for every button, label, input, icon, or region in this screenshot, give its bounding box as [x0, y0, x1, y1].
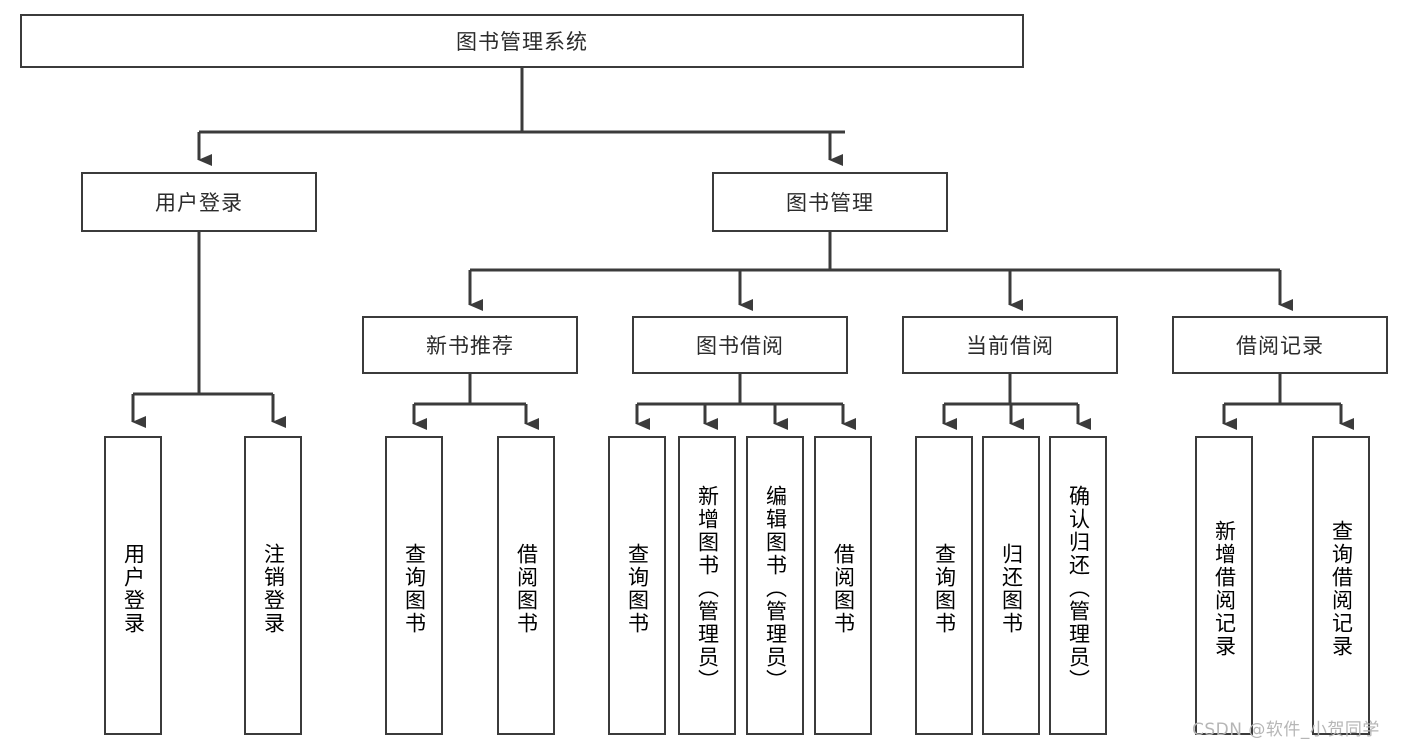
- leaf-borrow-record-add-record[interactable]: 新增借阅记录: [1195, 436, 1253, 735]
- node-user-login[interactable]: 用户登录: [81, 172, 317, 232]
- node-borrow-record-label: 借阅记录: [1236, 334, 1324, 358]
- node-new-book-recommend[interactable]: 新书推荐: [362, 316, 578, 374]
- leaf-borrow-record-query-record[interactable]: 查询借阅记录: [1312, 436, 1370, 735]
- leaf-label: 确认归还（管理员）: [1066, 485, 1091, 692]
- leaf-label: 新增借阅记录: [1212, 519, 1237, 658]
- leaf-label: 新增图书（管理员）: [695, 485, 720, 692]
- node-current-borrow-label: 当前借阅: [966, 334, 1054, 358]
- node-borrow-record[interactable]: 借阅记录: [1172, 316, 1388, 374]
- leaf-book-borrow-borrow-book[interactable]: 借阅图书: [814, 436, 872, 735]
- leaf-book-borrow-edit-book-admin[interactable]: 编辑图书（管理员）: [746, 436, 804, 735]
- leaf-label: 查询借阅记录: [1329, 519, 1354, 658]
- node-new-book-recommend-label: 新书推荐: [426, 334, 514, 358]
- leaf-label: 查询图书: [625, 542, 650, 635]
- leaf-current-borrow-confirm-return-admin[interactable]: 确认归还（管理员）: [1049, 436, 1107, 735]
- node-book-borrow-label: 图书借阅: [696, 334, 784, 358]
- csdn-watermark: CSDN @软件_小贺同学: [1192, 720, 1380, 740]
- node-book-management-label: 图书管理: [786, 191, 874, 215]
- leaf-label: 借阅图书: [514, 542, 539, 635]
- node-root-book-management-system[interactable]: 图书管理系统: [20, 14, 1024, 68]
- leaf-book-borrow-add-book-admin[interactable]: 新增图书（管理员）: [678, 436, 736, 735]
- node-book-management[interactable]: 图书管理: [712, 172, 948, 232]
- leaf-new-book-borrow-book[interactable]: 借阅图书: [497, 436, 555, 735]
- node-root-label: 图书管理系统: [456, 30, 588, 54]
- leaf-user-login-logout[interactable]: 注销登录: [244, 436, 302, 735]
- node-current-borrow[interactable]: 当前借阅: [902, 316, 1118, 374]
- node-user-login-label: 用户登录: [155, 191, 243, 215]
- leaf-label: 用户登录: [121, 542, 146, 635]
- leaf-new-book-query-book[interactable]: 查询图书: [385, 436, 443, 735]
- leaf-label: 查询图书: [932, 542, 957, 635]
- leaf-label: 注销登录: [261, 542, 286, 635]
- leaf-current-borrow-return-book[interactable]: 归还图书: [982, 436, 1040, 735]
- leaf-book-borrow-query-book[interactable]: 查询图书: [608, 436, 666, 735]
- leaf-label: 借阅图书: [831, 542, 856, 635]
- leaf-label: 查询图书: [402, 542, 427, 635]
- leaf-label: 归还图书: [999, 542, 1024, 635]
- leaf-label: 编辑图书（管理员）: [763, 485, 788, 692]
- node-book-borrow[interactable]: 图书借阅: [632, 316, 848, 374]
- leaf-current-borrow-query-book[interactable]: 查询图书: [915, 436, 973, 735]
- leaf-user-login-login[interactable]: 用户登录: [104, 436, 162, 735]
